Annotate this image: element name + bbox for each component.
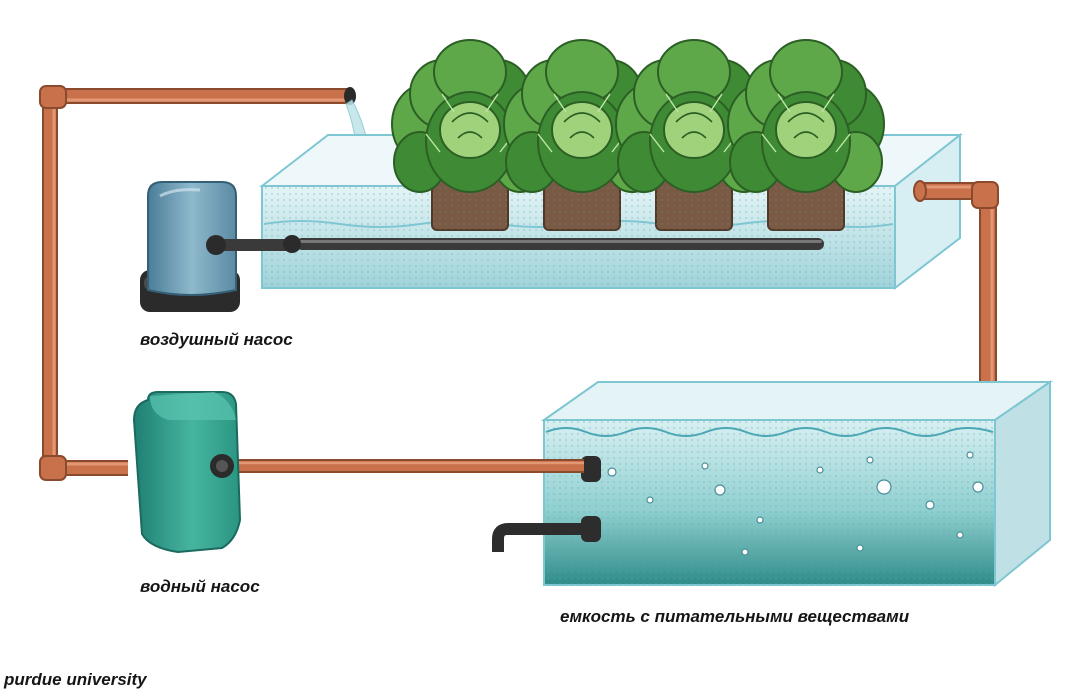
reservoir-label: емкость с питательными веществами	[560, 607, 910, 626]
copper-pipe	[39, 85, 356, 481]
water-pump	[132, 391, 242, 554]
lettuce-plant	[503, 39, 661, 231]
drain-pipe	[913, 180, 1002, 410]
water-pump-label: водный насос	[140, 577, 260, 596]
air-pump	[140, 181, 301, 312]
credit-label: purdue university	[4, 670, 147, 689]
lettuce-plants	[391, 39, 885, 231]
air-pump-label: воздушный насос	[140, 330, 293, 349]
pump-feed-pipe	[226, 459, 584, 473]
nutrient-reservoir	[492, 380, 1054, 588]
lettuce-plant	[727, 39, 885, 231]
